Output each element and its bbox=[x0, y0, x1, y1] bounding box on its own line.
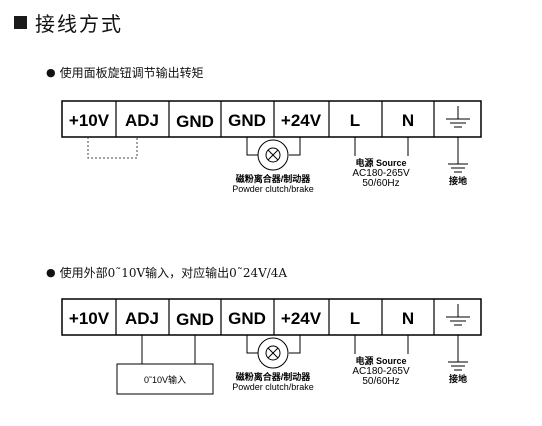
terminal-gnd: GND bbox=[228, 111, 266, 130]
panel-knob-jumper bbox=[87, 137, 138, 159]
terminal-n: N bbox=[402, 309, 414, 328]
source-line1: 电源 Source bbox=[355, 157, 406, 168]
external-input-box bbox=[116, 363, 214, 395]
external-input-label: 0˜10V输入 bbox=[144, 374, 186, 385]
earth-ground-icon bbox=[448, 361, 468, 371]
source-line3: 50/60Hz bbox=[362, 178, 399, 189]
ground-label: 接地 bbox=[449, 373, 467, 384]
method2-text: 使用外部0˜10V输入，对应输出0˜24V/4A bbox=[59, 266, 288, 280]
terminal-adj: ADJ bbox=[125, 309, 159, 328]
terminal-block-outline bbox=[61, 298, 482, 336]
clutch-wire bbox=[289, 137, 301, 156]
terminal-gnd: GND bbox=[176, 310, 214, 329]
source-line2: AC180-265V bbox=[352, 366, 410, 377]
square-bullet-icon bbox=[14, 16, 27, 29]
source-line2: AC180-265V bbox=[352, 168, 410, 179]
clutch-label-cn: 磁粉离合器/制动器 bbox=[236, 173, 312, 184]
terminal-plus10v: +10V bbox=[69, 309, 110, 328]
heading-text: 接线方式 bbox=[35, 12, 123, 36]
terminal-gnd: GND bbox=[228, 309, 266, 328]
terminal-plus24v: +24V bbox=[281, 111, 322, 130]
ground-label: 接地 bbox=[449, 175, 467, 186]
clutch-label-en: Powder clutch/brake bbox=[232, 184, 314, 194]
clutch-wiring-2: 磁粉离合器/制动器 Powder clutch/brake bbox=[232, 335, 314, 392]
clutch-wire bbox=[289, 335, 301, 354]
earth-wiring-1: 接地 bbox=[448, 137, 468, 186]
clutch-wire bbox=[246, 137, 258, 156]
terminal-l: L bbox=[350, 111, 360, 130]
bullet-dot-icon: ● bbox=[46, 66, 56, 79]
clutch-label-en: Powder clutch/brake bbox=[232, 382, 314, 392]
terminal-strip-1: +10V ADJ GND GND +24V L N bbox=[61, 100, 482, 138]
terminal-plus24v: +24V bbox=[281, 309, 322, 328]
earth-ground-icon bbox=[448, 163, 468, 173]
terminal-n: N bbox=[402, 111, 414, 130]
terminal-adj: ADJ bbox=[125, 111, 159, 130]
clutch-label-cn: 磁粉离合器/制动器 bbox=[236, 371, 312, 382]
bullet-dot-icon: ● bbox=[46, 266, 56, 279]
method2-caption: ● 使用外部0˜10V输入，对应输出0˜24V/4A bbox=[46, 264, 287, 281]
power-wiring-1: 电源 Source AC180-265V 50/60Hz bbox=[352, 137, 410, 189]
source-line1: 电源 Source bbox=[355, 355, 406, 366]
terminal-block-outline bbox=[61, 100, 482, 138]
external-input-wiring: 0˜10V输入 bbox=[116, 335, 214, 395]
power-wiring-2: 电源 Source AC180-265V 50/60Hz bbox=[352, 335, 410, 387]
method1-caption: ● 使用面板旋钮调节输出转矩 bbox=[46, 64, 204, 81]
terminal-gnd: GND bbox=[176, 112, 214, 131]
clutch-coil-icon bbox=[257, 337, 289, 369]
source-line3: 50/60Hz bbox=[362, 376, 399, 387]
terminal-l: L bbox=[350, 309, 360, 328]
earth-wiring-2: 接地 bbox=[448, 335, 468, 384]
clutch-wiring-1: 磁粉离合器/制动器 Powder clutch/brake bbox=[232, 137, 314, 194]
clutch-wire bbox=[246, 335, 258, 354]
section-heading: 接线方式 bbox=[14, 8, 123, 37]
clutch-coil-icon bbox=[257, 139, 289, 171]
terminal-plus10v: +10V bbox=[69, 111, 110, 130]
terminal-strip-2: +10V ADJ GND GND +24V L N bbox=[61, 298, 482, 336]
ground-symbol-icon bbox=[446, 304, 470, 326]
ground-symbol-icon bbox=[446, 106, 470, 128]
method1-text: 使用面板旋钮调节输出转矩 bbox=[59, 66, 204, 80]
